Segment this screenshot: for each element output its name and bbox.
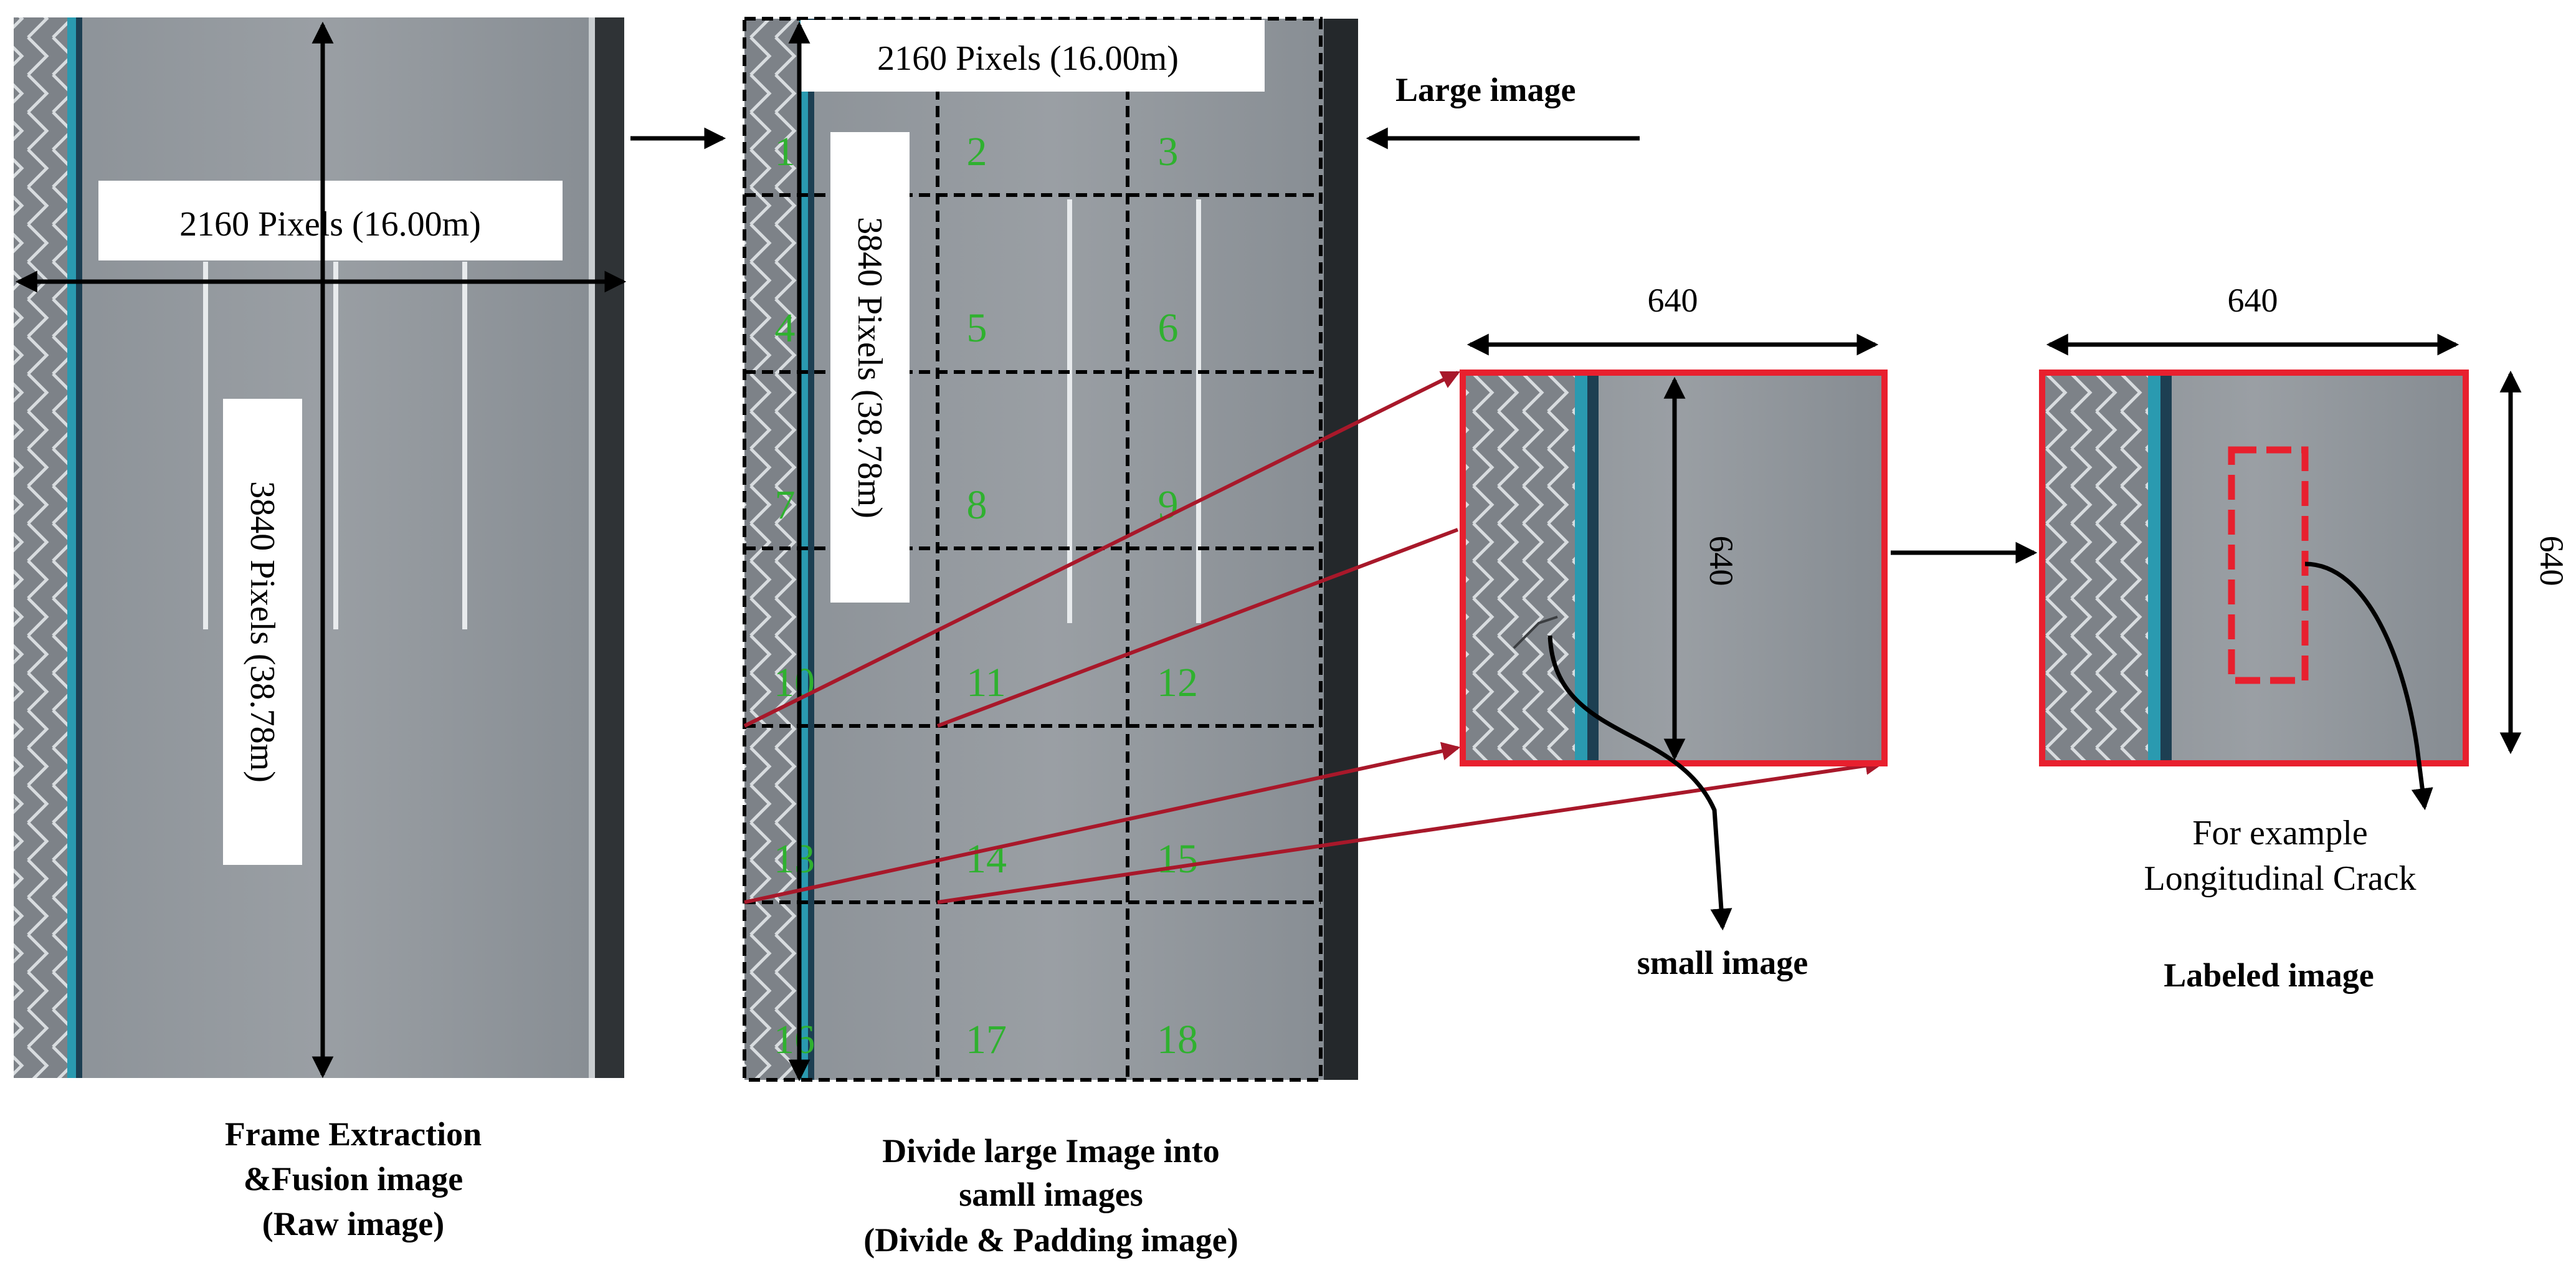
tile-number-8: 8: [967, 482, 987, 528]
raw-lane-mark-1: [203, 262, 208, 629]
large-lane-mark-1: [1067, 199, 1072, 623]
small-height-label: 640: [1703, 536, 1740, 586]
small-width-label: 640: [1648, 282, 1698, 319]
large-width-label-box: [801, 20, 1265, 92]
large-image-panel: 1 2 3 4 5 6 7 8 9 10 11 12 13 14 15 16 1…: [743, 17, 1640, 1259]
small-tile-lane-dark: [1587, 373, 1599, 763]
large-right-shoulder: [1324, 19, 1358, 1080]
small-image-caption: small image: [1637, 944, 1808, 981]
large-image-title: Large image: [1395, 71, 1576, 108]
small-tile-lane-blue: [1575, 373, 1587, 763]
labeled-tile-lane-blue: [2148, 373, 2160, 763]
raw-caption-line-3: (Raw image): [262, 1205, 444, 1242]
tile-number-2: 2: [967, 129, 987, 174]
tile-number-11: 11: [966, 660, 1006, 705]
raw-road-photo: [14, 17, 624, 1078]
tile-number-5: 5: [967, 305, 987, 351]
tile-number-4: 4: [775, 305, 796, 351]
labeled-tile-frame: [2039, 370, 2469, 766]
raw-road-edge: [14, 17, 70, 1078]
tile-number-14: 14: [966, 836, 1007, 882]
raw-right-shoulder: [595, 17, 624, 1078]
tile-connectors: [743, 371, 1884, 904]
connector-tile14-bottom: [937, 756, 1884, 904]
large-height-label-box: [830, 132, 910, 603]
large-caption-line-2: samll images: [959, 1176, 1143, 1213]
raw-lane-mark-3: [462, 262, 467, 629]
labeled-width-label: 640: [2228, 282, 2278, 319]
tile-number-7: 7: [775, 482, 796, 528]
connector-tile11-top: [936, 528, 1459, 728]
annotation-pointer: [2304, 561, 2433, 811]
small-tile-fence: [1463, 373, 1575, 763]
small-image-panel: 640 640 small image: [1460, 282, 1888, 981]
large-caption-line-3: (Divide & Padding image): [863, 1221, 1238, 1259]
tile-number-1: 1: [775, 129, 796, 174]
raw-width-label: 2160 Pixels (16.00m): [179, 205, 481, 244]
raw-lane-mark-2: [333, 262, 338, 629]
large-curb-dark: [808, 19, 814, 1080]
raw-curb-line: [67, 17, 76, 1078]
raw-height-label-box: [223, 399, 302, 865]
tile-number-12: 12: [1157, 660, 1198, 705]
labeled-image-panel: 640 640 For example Longitudinal Crack L…: [2039, 282, 2570, 994]
labeled-image-caption: Labeled image: [2164, 956, 2374, 994]
small-tile-crack: [1513, 616, 1558, 649]
large-lane-mark-2: [1196, 199, 1201, 623]
small-caption-pointer: [1547, 635, 1732, 931]
large-caption-line-1: Divide large Image into: [882, 1132, 1219, 1170]
tile-number-6: 6: [1158, 305, 1179, 351]
large-height-label: 3840 Pixels (38.78m): [850, 217, 889, 518]
annotation-line-2: Longitudinal Crack: [2144, 859, 2416, 898]
raw-caption-line-2: &Fusion image: [244, 1160, 463, 1198]
raw-curb-dark: [76, 17, 82, 1078]
tile-number-10: 10: [774, 660, 815, 705]
raw-caption-line-1: Frame Extraction: [225, 1115, 482, 1153]
labeled-height-label: 640: [2533, 536, 2570, 586]
tile-number-18: 18: [1157, 1017, 1198, 1062]
tile-number-15: 15: [1157, 836, 1198, 882]
raw-height-label: 3840 Pixels (38.78m): [243, 481, 282, 783]
tile-number-13: 13: [774, 836, 815, 882]
raw-image-panel: 2160 Pixels (16.00m) 3840 Pixels (38.78m…: [14, 17, 627, 1242]
connector-tile10-top: [743, 371, 1461, 728]
annotation-line-1: For example: [2192, 814, 2367, 852]
tile-number-16: 16: [774, 1017, 815, 1062]
labeled-tile-lane-dark: [2160, 373, 2172, 763]
labeled-tile-fence: [2042, 373, 2148, 763]
raw-right-barrier: [589, 17, 595, 1078]
tile-number-3: 3: [1158, 129, 1179, 174]
connector-tile13-bottom: [744, 742, 1461, 904]
large-width-label: 2160 Pixels (16.00m): [877, 39, 1179, 78]
tile-number-17: 17: [966, 1017, 1007, 1062]
